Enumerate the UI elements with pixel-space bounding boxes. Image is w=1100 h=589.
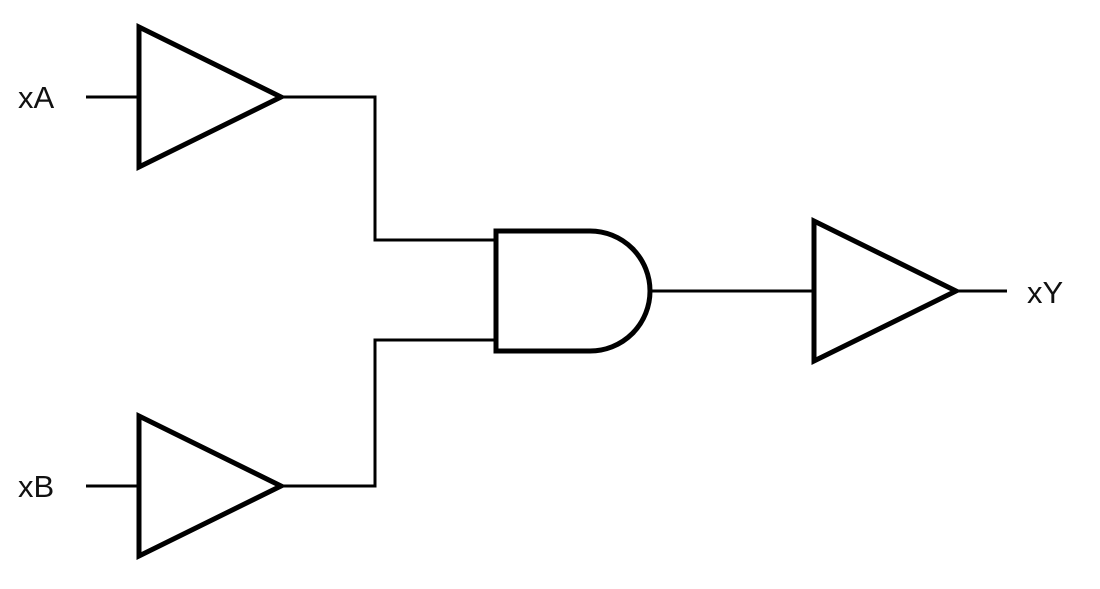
buffer-gate-b xyxy=(136,411,287,561)
and-gate xyxy=(493,228,653,354)
input-b-label: xB xyxy=(18,469,54,504)
input-a-label: xA xyxy=(18,80,55,115)
output-y-label: xY xyxy=(1027,275,1063,310)
wire-buffer-b-to-and xyxy=(281,338,494,488)
wire-buffer-a-to-and xyxy=(281,95,494,242)
buffer-gate-a xyxy=(136,22,287,172)
buffer-gate-y xyxy=(811,216,962,366)
